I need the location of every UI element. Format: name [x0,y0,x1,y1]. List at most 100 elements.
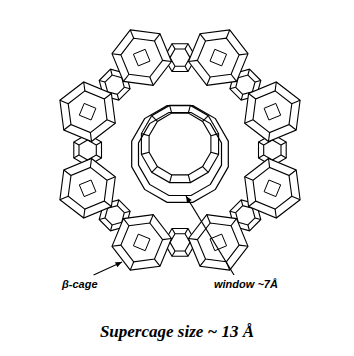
framework-line [289,170,296,175]
framework-line [121,38,163,77]
framework-line [123,219,128,226]
framework-line [90,159,91,168]
framework-line [149,113,211,175]
framework-line [170,49,190,66]
beta-cage [60,82,115,142]
framework-line [211,152,219,154]
framework-line [104,201,111,206]
framework-line [185,66,188,71]
beta-cage [112,215,172,270]
beta-cage [189,215,249,270]
part-label: window ~7Å [212,278,280,291]
framework-line [79,140,96,160]
framework-line [200,259,205,266]
back-window [141,105,218,182]
framework-line [245,82,300,142]
framework-line [74,142,79,145]
leader-arrow [186,196,234,275]
cage-face [133,234,150,251]
framework-line [239,54,248,55]
framework-line [249,93,256,98]
framework-line [99,81,105,83]
framework-line [139,113,222,196]
framework-line [117,94,119,100]
framework-line [259,142,264,145]
arrow-head [115,262,122,267]
framework-line [90,133,91,142]
framework-line [96,155,101,158]
framework-line [124,87,130,89]
framework-line [155,34,160,41]
framework-line [226,30,229,38]
framework-line [84,209,85,218]
framework-line [111,225,113,231]
leader-arrow [94,262,122,275]
framework-line [248,225,250,231]
framework-line [231,219,236,226]
framework-line [268,133,269,142]
framework-line [163,238,172,239]
framework-line [231,74,236,81]
framework-line [207,215,210,223]
framework-line [189,60,198,61]
framework-line [172,44,175,49]
framework-line [150,215,153,223]
framework-line [292,196,300,199]
framework-line [255,81,261,83]
framework-line [141,105,218,182]
framework-line [236,206,255,225]
framework-line [275,82,276,91]
cage-face [133,49,150,66]
framework-line [64,125,71,130]
framework-line [150,77,153,85]
framework-line [236,75,255,94]
framework-line [84,82,85,91]
framework-line [170,175,172,183]
framework-line [230,211,236,213]
framework-line [241,94,243,100]
arrow-head [186,196,192,203]
framework-line [123,74,128,81]
framework-line [239,245,248,246]
cage-face [79,103,96,120]
framework-line [64,170,71,175]
framework-line [185,229,188,234]
cage-face [264,180,281,197]
window-ring [132,106,229,203]
leader-lines [94,196,234,275]
beta-cage [245,82,300,142]
framework-line [60,196,68,199]
framework-line [172,251,175,256]
framework-line [264,140,281,160]
framework-line [185,44,188,49]
framework-line [188,175,190,183]
framework-line [281,142,286,145]
framework-line [245,120,253,123]
framework-line [132,106,229,203]
framework-line [112,54,121,55]
framework-line [268,159,269,168]
framework-line [104,93,111,98]
framework-line [152,167,158,173]
framework-line [197,38,239,77]
framework-line [117,200,119,206]
framework-line [130,30,133,38]
cage-face [264,103,281,120]
framework-line [112,215,172,270]
framework-line [259,155,264,158]
framework-line [245,159,300,219]
framework-line [74,155,79,158]
framework-line [68,91,107,133]
framework-line [200,34,205,41]
framework-line [170,234,190,251]
framework-line [245,177,253,180]
cage-face [210,49,227,66]
framework-line [289,125,296,130]
framework-line [197,223,239,262]
framework-line [121,223,163,262]
framework-line [253,91,292,133]
framework [60,30,300,270]
framework-line [141,152,149,154]
beta-cage [60,159,115,219]
